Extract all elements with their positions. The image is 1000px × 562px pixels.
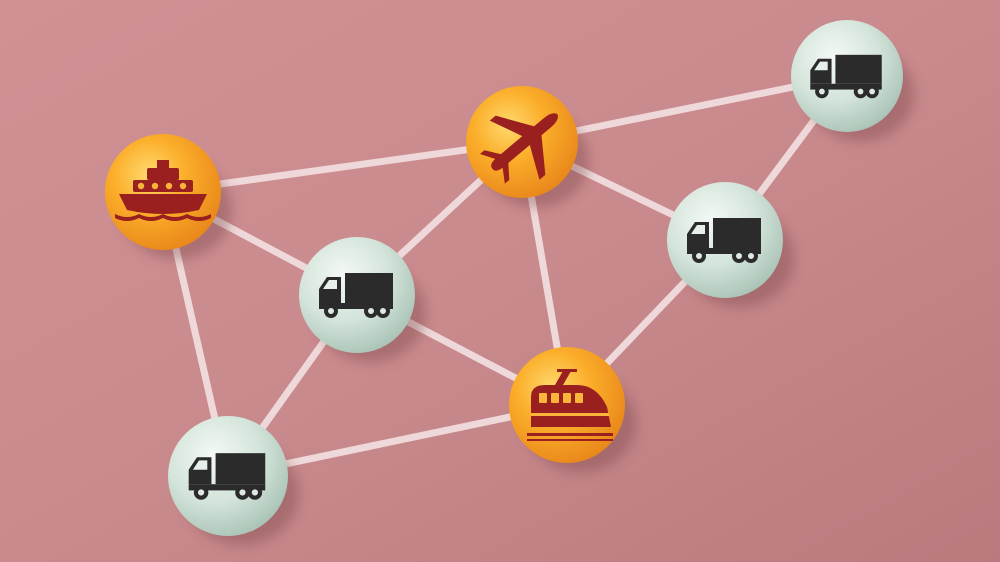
- train-icon: [527, 369, 613, 441]
- truck-icon: [687, 218, 761, 263]
- network-nodes: [105, 20, 903, 536]
- node-truck-top-right: [791, 20, 903, 132]
- node-plane: [466, 86, 578, 198]
- truck-icon: [810, 54, 882, 99]
- node-truck-bottom-left: [168, 416, 288, 536]
- truck-icon: [319, 273, 393, 318]
- node-train: [509, 347, 625, 463]
- node-truck-center: [299, 237, 415, 353]
- truck-icon: [188, 453, 266, 500]
- airplane-icon: [480, 113, 558, 184]
- node-ship: [105, 134, 221, 250]
- node-truck-right: [667, 182, 783, 298]
- ship-icon: [115, 160, 211, 221]
